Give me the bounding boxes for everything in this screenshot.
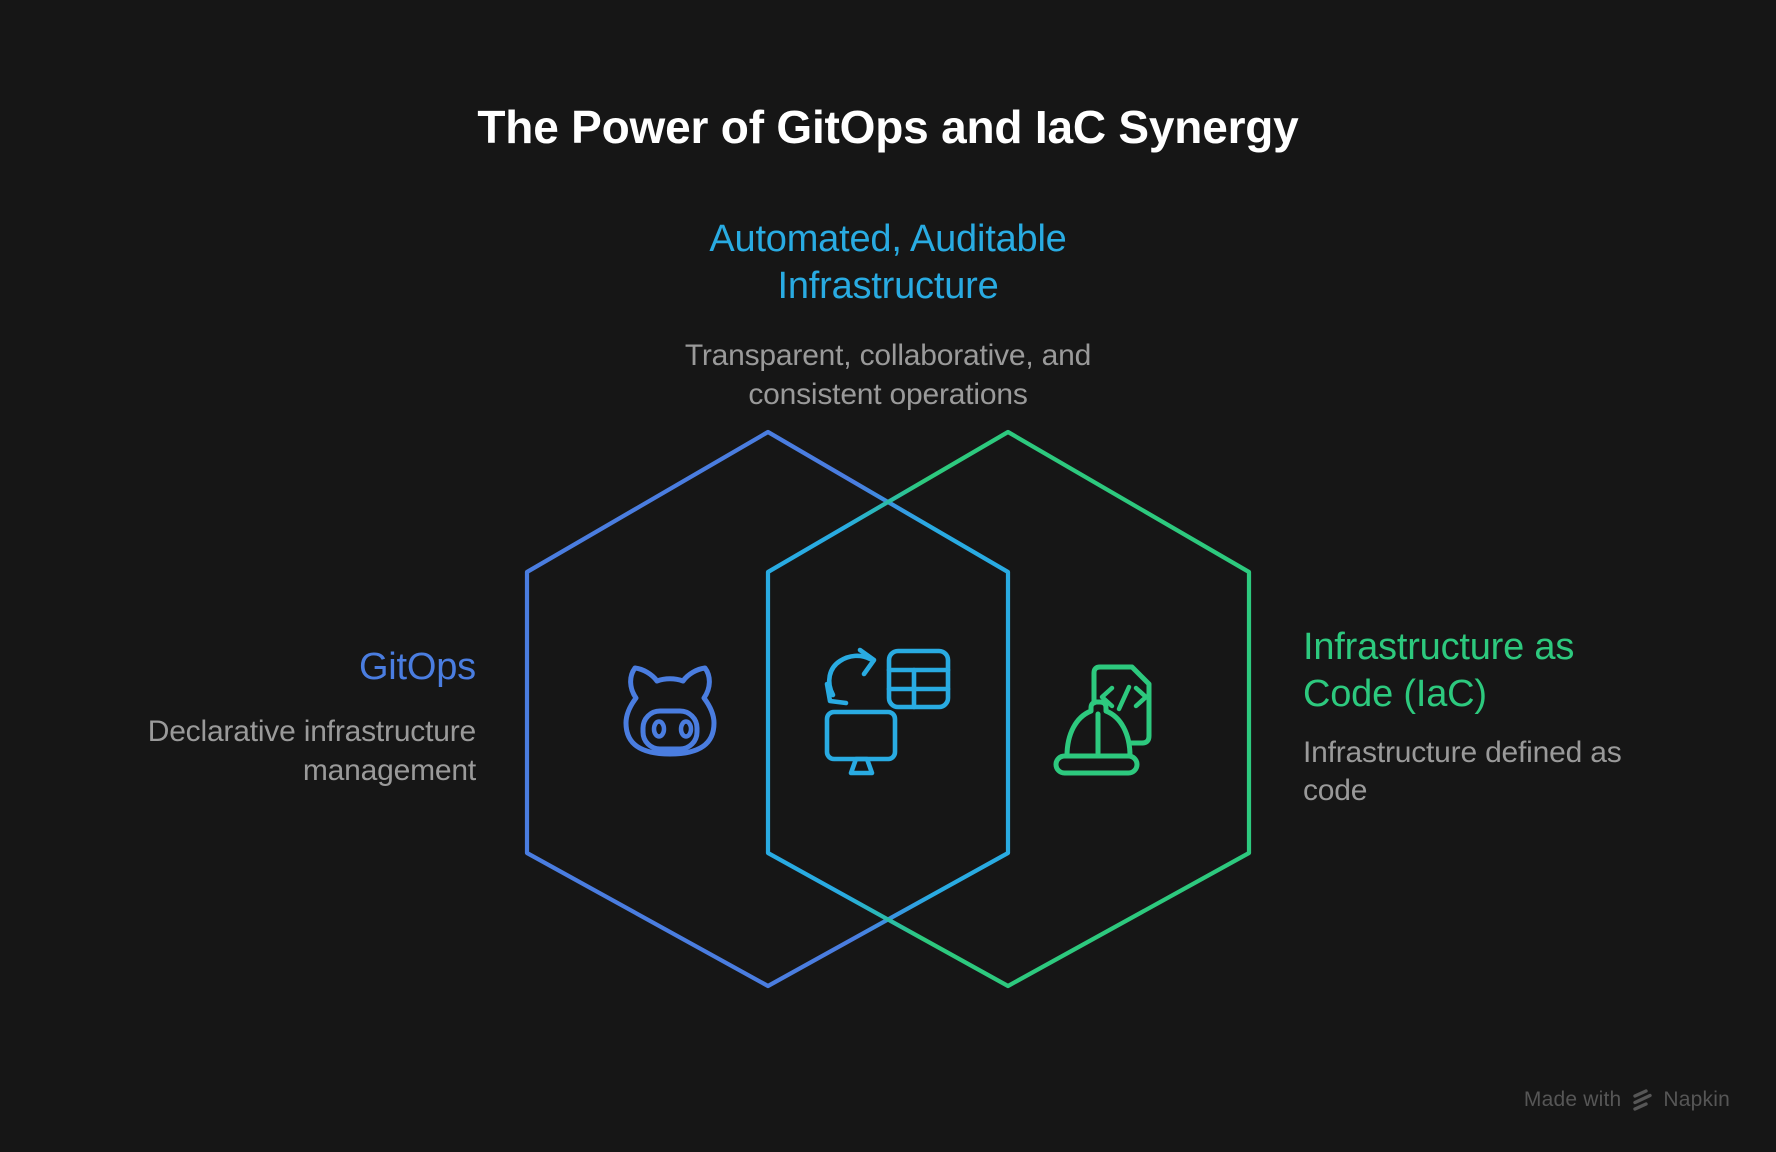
iac-description: Infrastructure defined as code [1303, 736, 1622, 807]
watermark-prefix: Made with [1523, 1088, 1622, 1111]
hardhat-icon [1053, 699, 1140, 776]
watermark: Made with Napkin [1524, 1086, 1730, 1114]
overlap-label: Automated, Auditable Infrastructure [709, 218, 1067, 307]
gitops-label: GitOps [358, 646, 476, 688]
code-file-icon [1091, 664, 1152, 746]
octocat-icon [623, 665, 717, 757]
page-title: The Power of GitOps and IaC Synergy [477, 101, 1299, 153]
gitops-hexagon [524, 429, 1011, 989]
napkin-logo-icon [1633, 1089, 1653, 1111]
sync-table-monitor-icon [824, 647, 951, 776]
iac-label: Infrastructure as Code (IaC) [1303, 626, 1575, 715]
hardhat-code-file-icon [1053, 664, 1152, 776]
iac-hexagon [765, 429, 1252, 989]
sync-arrows-icon [824, 647, 877, 706]
overlap-description: Transparent, collaborative, and consiste… [684, 339, 1092, 411]
table-icon [886, 648, 951, 710]
gitops-description: Declarative infrastructure management [147, 715, 476, 787]
monitor-icon [824, 709, 898, 776]
watermark-brand: Napkin [1663, 1088, 1730, 1111]
